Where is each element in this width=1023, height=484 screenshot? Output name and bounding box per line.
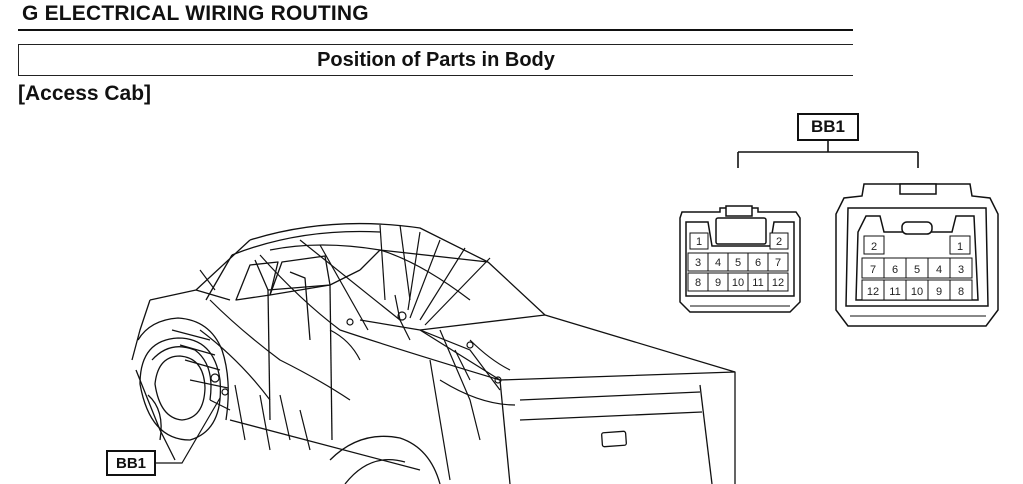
connector-right-face: [835, 183, 999, 327]
pin-label: 4: [936, 264, 942, 276]
right-face-pin-labels: 2 1 7 6 5 4 3 12 11 10 9 8: [867, 241, 964, 298]
right-face-pin-grid: [861, 235, 973, 301]
pin-label: 3: [958, 264, 964, 276]
connector-bracket: [737, 141, 919, 168]
pin-label: 1: [957, 241, 963, 253]
pin-label: 5: [735, 257, 741, 269]
pin-label: 5: [914, 264, 920, 276]
pin-label: 7: [775, 257, 781, 269]
page-subtitle: Position of Parts in Body: [317, 49, 555, 71]
vehicle-callout-label: BB1: [106, 450, 156, 476]
pin-label: 12: [867, 286, 879, 298]
pin-label: 9: [715, 277, 721, 289]
connector-callout-label: BB1: [797, 113, 859, 141]
pin-label: 10: [732, 277, 744, 289]
cab-type-label: [Access Cab]: [18, 82, 152, 105]
pin-label: 1: [696, 236, 702, 248]
pin-label: 8: [958, 286, 964, 298]
pin-label: 6: [892, 264, 898, 276]
truck-illustration: [131, 222, 736, 484]
wire-harness: [171, 224, 516, 481]
pin-label: 12: [772, 277, 784, 289]
section-rule: [18, 29, 853, 31]
pin-label: 2: [776, 236, 782, 248]
pin-label: 10: [911, 286, 923, 298]
pin-label: 4: [715, 257, 721, 269]
subtitle-box: Position of Parts in Body: [18, 44, 853, 76]
pin-label: 9: [936, 286, 942, 298]
pin-label: 11: [889, 286, 900, 298]
pin-label: 2: [871, 241, 877, 253]
connector-left-face: [679, 205, 801, 313]
section-title: G ELECTRICAL WIRING ROUTING: [22, 2, 369, 25]
pin-label: 3: [695, 257, 701, 269]
callout-leader-line: [156, 397, 221, 464]
pin-label: 8: [695, 277, 701, 289]
pin-label: 7: [870, 264, 876, 276]
pin-label: 11: [752, 277, 763, 289]
left-face-pin-labels: 1 2 3 4 5 6 7 8 9 10 11 12: [695, 236, 784, 289]
left-face-pin-grid: [687, 232, 789, 292]
pin-label: 6: [755, 257, 761, 269]
